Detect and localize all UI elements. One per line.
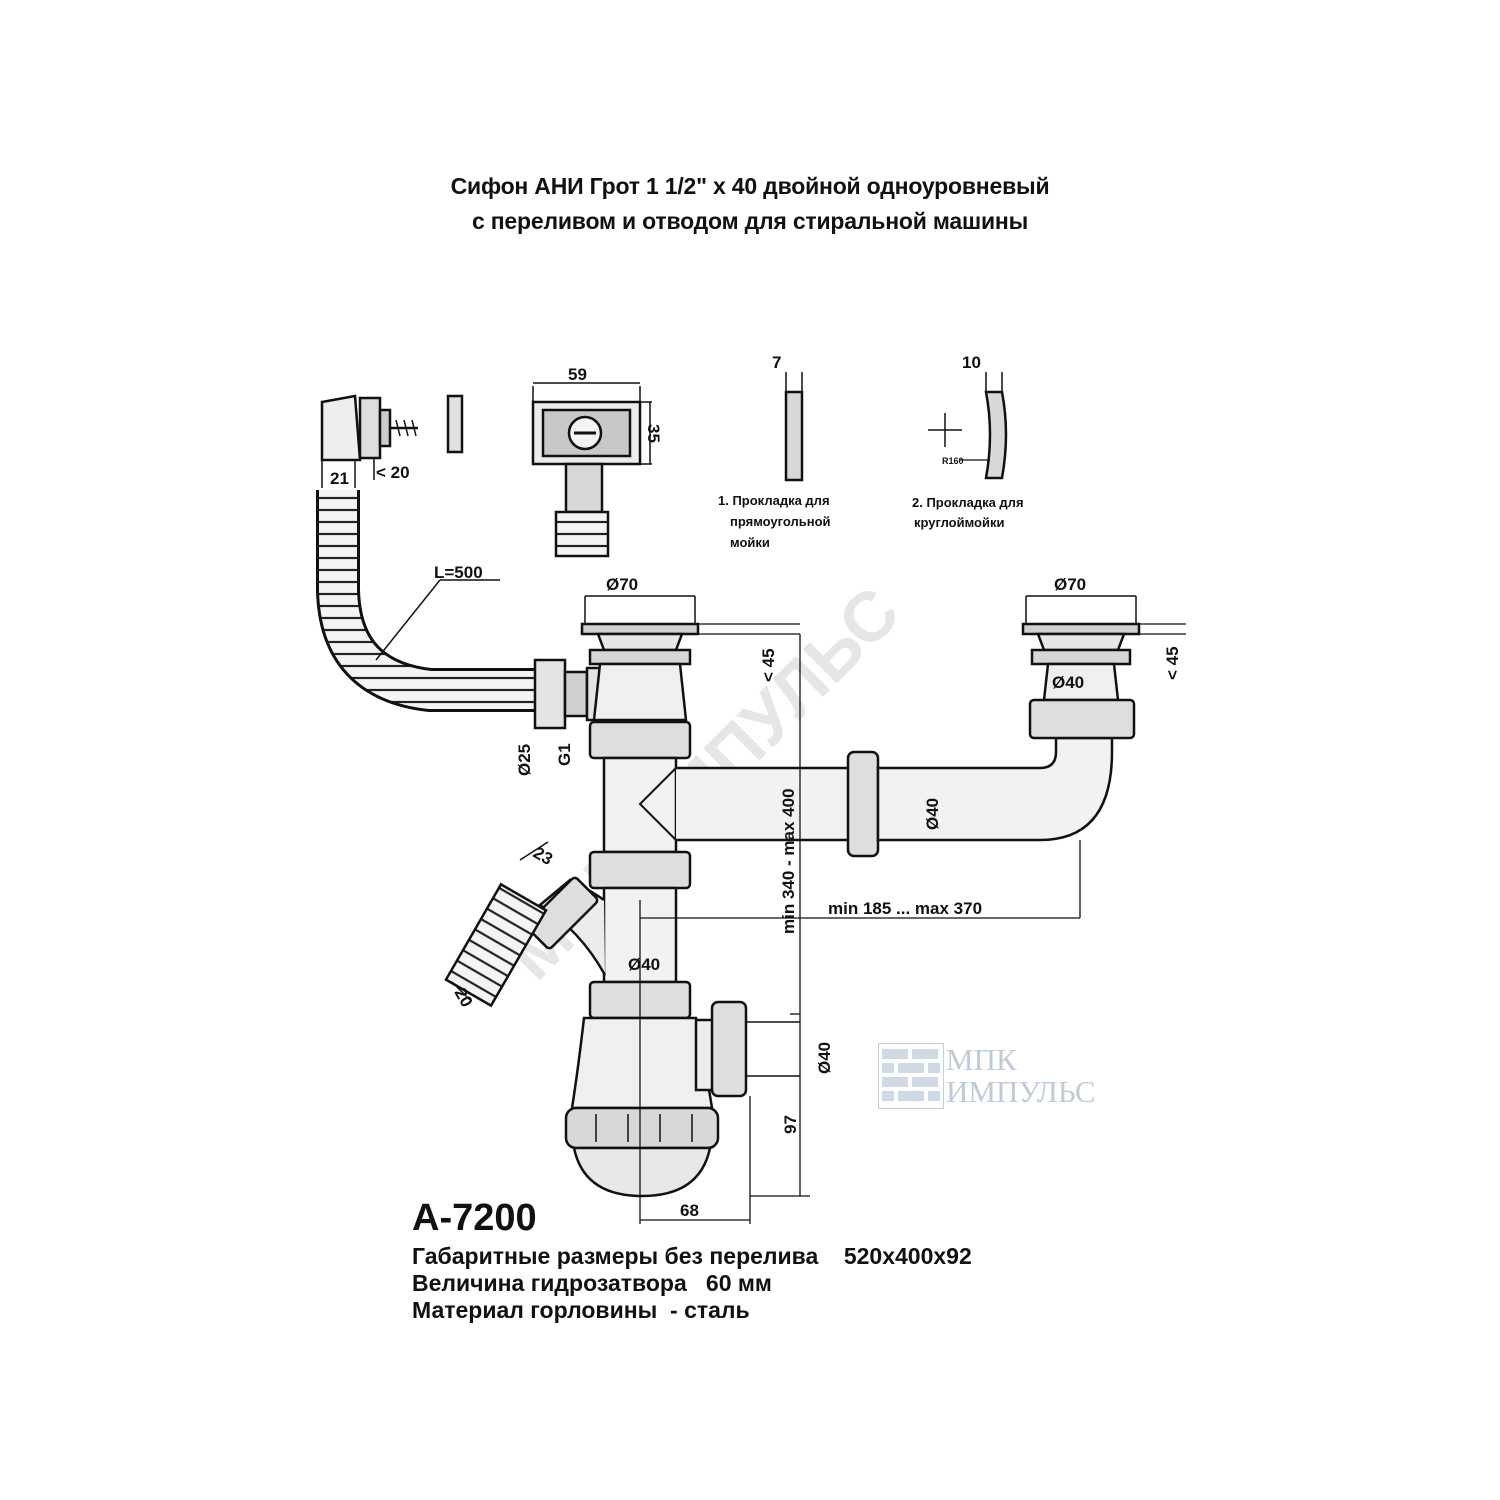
- dim-10: 10: [962, 353, 981, 372]
- dim-lt20: < 20: [376, 463, 410, 482]
- spec-material: Материал горловины - сталь: [412, 1297, 750, 1323]
- dim-7: 7: [772, 353, 781, 372]
- dim-d40-outlet: Ø40: [815, 1042, 834, 1074]
- nut-upper-left: [588, 720, 692, 760]
- gasket1-caption-2: прямоугольной: [730, 514, 831, 529]
- horizontal-pipe: [676, 766, 852, 842]
- dim-d70-right: Ø70: [1054, 575, 1086, 594]
- dim-97: 97: [781, 1115, 800, 1134]
- dim-r160: R160: [942, 456, 964, 466]
- dim-21: 21: [330, 469, 349, 488]
- dim-d40-lower: Ø40: [628, 955, 660, 974]
- gasket-rectangular: [784, 390, 804, 482]
- model-number: А-7200: [412, 1197, 537, 1239]
- overflow-fitting: [320, 394, 418, 488]
- rectangular-overflow: [531, 382, 652, 558]
- dim-59: 59: [568, 365, 587, 384]
- elbow-pipe: [876, 736, 1114, 842]
- right-strainer: [1021, 595, 1186, 740]
- dim-d40-pipe: Ø40: [923, 798, 942, 830]
- dim-d25: Ø25: [515, 744, 534, 776]
- bottle-trap: [564, 1000, 800, 1198]
- watermark-logo-text-1: МПК: [946, 1042, 1017, 1077]
- dim-68: 68: [680, 1201, 699, 1220]
- watermark-logo-text-2: ИМПУЛЬС: [946, 1074, 1096, 1109]
- left-strainer: [580, 595, 800, 722]
- title-line-1: Сифон АНИ Грот 1 1/2" х 40 двойной одноу…: [450, 173, 1050, 199]
- union-nut: [846, 750, 880, 858]
- washing-machine-outlet: [444, 841, 607, 1008]
- spec-dimensions: Габаритные размеры без перелива 520х400х…: [412, 1243, 972, 1269]
- gasket2-caption-2: круглоймойки: [914, 515, 1005, 530]
- dim-d40-top: Ø40: [1052, 673, 1084, 692]
- watermark-logo-icon: [878, 1043, 944, 1109]
- gasket-round: [984, 390, 1008, 480]
- gasket1-caption-3: мойки: [730, 535, 770, 550]
- gasket1-caption-1: 1. Прокладка для: [718, 493, 830, 508]
- title-line-2: с переливом и отводом для стиральной маш…: [471, 208, 1029, 234]
- dim-35: 35: [644, 424, 663, 443]
- trap-outlet-nut: [710, 1000, 748, 1098]
- dim-lt45-right: < 45: [1163, 646, 1182, 680]
- round-gasket-side: [446, 394, 464, 454]
- spec-water-seal: Величина гидрозатвора 60 мм: [412, 1270, 772, 1296]
- dim-d70-left: Ø70: [606, 575, 638, 594]
- dim-g1: G1: [555, 743, 574, 766]
- dim-l500: L=500: [434, 563, 483, 582]
- dim-vertical-range: min 340 - max 400: [779, 788, 798, 934]
- dim-23: 23: [530, 843, 556, 869]
- dim-lt45-left: < 45: [759, 648, 778, 682]
- gasket2-caption-1: 2. Прокладка для: [912, 495, 1024, 510]
- corrugated-hose: [319, 490, 540, 709]
- hose-nut: [533, 658, 567, 730]
- dim-horizontal-range: min 185 ... max 370: [828, 899, 982, 918]
- nut-middle-left: [588, 850, 692, 890]
- dimension-lines: [639, 634, 1081, 1224]
